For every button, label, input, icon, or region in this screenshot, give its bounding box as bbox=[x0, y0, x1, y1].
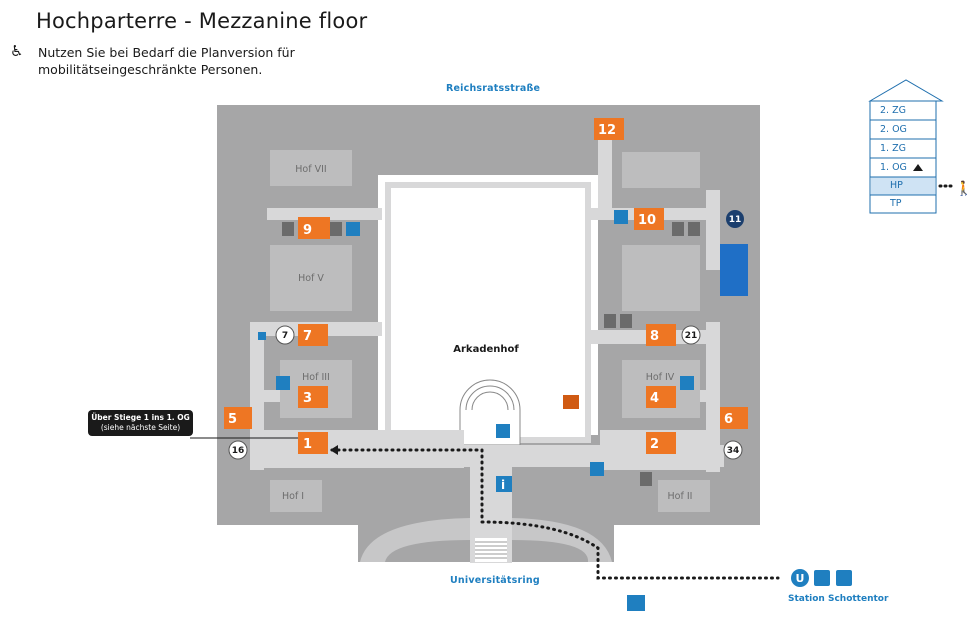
stair-5 bbox=[224, 407, 252, 429]
entrance-21-label: 21 bbox=[685, 331, 698, 341]
hof-ii bbox=[658, 480, 710, 512]
south-ramp-right bbox=[512, 518, 612, 562]
accessible-parking-icon bbox=[627, 595, 645, 611]
hof-vii bbox=[270, 150, 352, 186]
elevator-icon bbox=[496, 424, 510, 438]
street-north: Reichsratsstraße bbox=[446, 83, 541, 94]
elevator-icon bbox=[680, 376, 694, 390]
hof-ii-label: Hof II bbox=[668, 491, 693, 502]
stair-12-label: 12 bbox=[598, 123, 616, 138]
stair-10-label: 10 bbox=[638, 213, 656, 228]
info-icon bbox=[496, 476, 512, 492]
restroom-icons bbox=[282, 222, 700, 486]
floor-2zg[interactable]: 2. ZG bbox=[880, 105, 906, 116]
stair-1-label: 1 bbox=[303, 437, 312, 452]
bus-icon bbox=[814, 570, 830, 586]
hof-vii-label: Hof VII bbox=[295, 164, 326, 175]
walking-person-icon: 🚶 bbox=[955, 180, 972, 197]
hof-8 bbox=[622, 245, 700, 311]
floor-1zg[interactable]: 1. ZG bbox=[880, 143, 906, 154]
stair-10 bbox=[634, 208, 664, 230]
blue-area bbox=[720, 244, 748, 296]
stair-markers bbox=[224, 118, 748, 454]
hof-i bbox=[270, 480, 322, 512]
restroom-icon bbox=[672, 222, 684, 236]
stair-7 bbox=[298, 324, 328, 346]
hof-iv-label: Hof IV bbox=[646, 372, 675, 383]
stair-6-label: 6 bbox=[724, 412, 733, 427]
page-title: Hochparterre - Mezzanine floor bbox=[36, 9, 368, 33]
entrance-21 bbox=[681, 325, 701, 345]
station-label: Station Schottentor bbox=[788, 594, 889, 604]
entrance-16-label: 16 bbox=[232, 446, 245, 456]
route-arrow bbox=[330, 445, 338, 455]
elevator-icon bbox=[276, 376, 290, 390]
tram-icon bbox=[836, 570, 852, 586]
hof-i-label: Hof I bbox=[282, 491, 304, 502]
entrance-34 bbox=[723, 440, 743, 460]
stair-8-label: 8 bbox=[650, 329, 659, 344]
stair-8 bbox=[646, 324, 676, 346]
route-path bbox=[330, 448, 780, 580]
stair-4 bbox=[646, 386, 676, 408]
arkadenhof-label: Arkadenhof bbox=[453, 344, 519, 355]
stair-callout: Über Stiege 1 ins 1. OG (siehe nächste S… bbox=[88, 410, 193, 436]
entrance-11-label: 11 bbox=[729, 215, 742, 225]
floor-2og[interactable]: 2. OG bbox=[880, 124, 907, 135]
wheelchair-icon: ♿ bbox=[10, 42, 24, 60]
hof-v bbox=[270, 245, 352, 311]
small-blue-icon bbox=[258, 332, 266, 340]
svg-text:U: U bbox=[796, 572, 805, 585]
stair-9-label: 9 bbox=[303, 223, 312, 238]
floor-tp[interactable]: TP bbox=[890, 198, 902, 209]
restroom-icon bbox=[688, 222, 700, 236]
stair-2 bbox=[646, 432, 676, 454]
stair-9 bbox=[298, 217, 330, 239]
up-arrow-icon bbox=[913, 164, 923, 171]
stair-5-label: 5 bbox=[228, 412, 237, 427]
stair-4-label: 4 bbox=[650, 391, 659, 406]
entrance-34-label: 34 bbox=[727, 446, 740, 456]
stair-6 bbox=[720, 407, 748, 429]
restroom-icon bbox=[604, 314, 616, 328]
entrance-11 bbox=[726, 210, 744, 228]
corridor-left-vert bbox=[250, 322, 264, 470]
corridor-right-vert-top bbox=[706, 190, 720, 270]
stair-12 bbox=[594, 118, 624, 140]
south-ramp-left bbox=[360, 518, 470, 562]
elevator-icon bbox=[590, 462, 604, 476]
current-floor-highlight bbox=[871, 177, 935, 195]
stair-1 bbox=[298, 432, 328, 454]
restroom-icon bbox=[282, 222, 294, 236]
u-bahn-icon bbox=[791, 569, 809, 587]
restroom-icon bbox=[640, 472, 652, 486]
hof-vi bbox=[622, 152, 700, 188]
accessibility-note: Nutzen Sie bei Bedarf die Planversion fü… bbox=[38, 45, 295, 77]
corridor-right-12 bbox=[598, 140, 612, 210]
svg-text:i: i bbox=[501, 478, 505, 492]
corridor-left-9 bbox=[267, 208, 382, 220]
elevator-icons bbox=[258, 210, 694, 476]
stair-7-label: 7 bbox=[303, 329, 312, 344]
street-south: Universitätsring bbox=[450, 575, 540, 586]
elevator-icon bbox=[614, 210, 628, 224]
restroom-icon bbox=[330, 222, 342, 236]
entrance-16 bbox=[228, 440, 248, 460]
stair-3 bbox=[298, 386, 328, 408]
entrance-7-label: 7 bbox=[282, 331, 288, 341]
hof-v-label: Hof V bbox=[298, 273, 324, 284]
floor-house-roof bbox=[868, 79, 944, 102]
callout-line1: Über Stiege 1 ins 1. OG bbox=[91, 413, 190, 422]
callout-line2: (siehe nächste Seite) bbox=[100, 423, 181, 432]
cafe-icon bbox=[563, 395, 579, 409]
restroom-icon bbox=[620, 314, 632, 328]
stair-2-label: 2 bbox=[650, 437, 659, 452]
entrance-7 bbox=[275, 325, 295, 345]
floor-hp[interactable]: HP bbox=[890, 180, 903, 191]
elevator-icon bbox=[346, 222, 360, 236]
stair-3-label: 3 bbox=[303, 391, 312, 406]
hof-iii-label: Hof III bbox=[302, 372, 330, 383]
floor-1og[interactable]: 1. OG bbox=[880, 162, 907, 173]
